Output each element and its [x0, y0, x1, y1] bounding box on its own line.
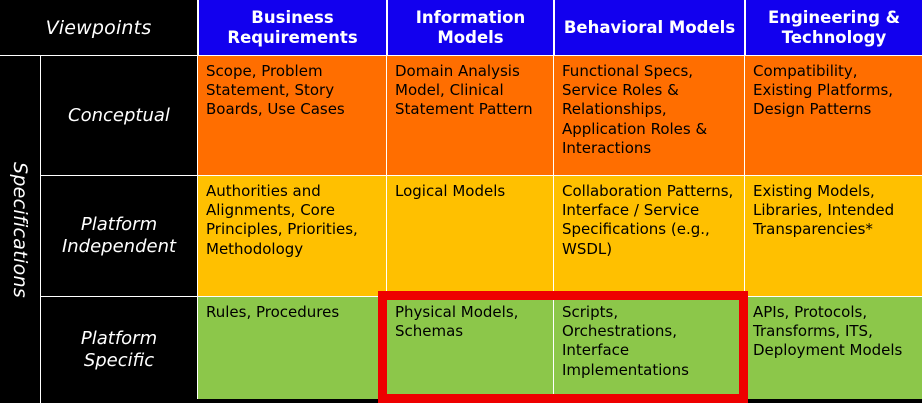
column-header-label: Business Requirements	[227, 8, 358, 47]
column-header-label: Behavioral Models	[563, 17, 736, 37]
cell-text: Rules, Procedures	[206, 303, 340, 321]
cell-platform-independent-engineering-technology: Existing Models, Libraries, Intended Tra…	[744, 175, 922, 296]
row-label-conceptual: Conceptual	[40, 55, 197, 175]
cell-text: Physical Models, Schemas	[395, 303, 519, 341]
row-label-text: Conceptual	[68, 104, 170, 126]
cell-text: Logical Models	[395, 182, 506, 200]
column-header-business-requirements: Business Requirements	[197, 0, 386, 55]
cell-conceptual-behavioral-models: Functional Specs, Service Roles & Relati…	[553, 55, 744, 175]
cell-text: Scope, Problem Statement, Story Boards, …	[206, 62, 345, 119]
cell-text: Collaboration Patterns, Interface / Serv…	[562, 182, 734, 258]
cell-platform-specific-behavioral-models: Scripts, Orchestrations, Interface Imple…	[553, 296, 744, 399]
row-group-label-text: Specifications	[9, 161, 31, 298]
column-header-label: Engineering & Technology	[767, 8, 901, 47]
row-label-platform-independent: Platform Independent	[40, 175, 197, 296]
cell-conceptual-information-models: Domain Analysis Model, Clinical Statemen…	[386, 55, 553, 175]
row-label-platform-specific: Platform Specific	[40, 296, 197, 403]
cell-conceptual-business-requirements: Scope, Problem Statement, Story Boards, …	[197, 55, 386, 175]
cell-text: Scripts, Orchestrations, Interface Imple…	[562, 303, 689, 379]
cell-platform-specific-business-requirements: Rules, Procedures	[197, 296, 386, 399]
column-header-label: Information Models	[415, 8, 526, 47]
cell-text: APIs, Protocols, Transforms, ITS, Deploy…	[753, 303, 903, 360]
corner-header-viewpoints: Viewpoints	[0, 0, 197, 55]
cell-platform-independent-business-requirements: Authorities and Alignments, Core Princip…	[197, 175, 386, 296]
cell-conceptual-engineering-technology: Compatibility, Existing Platforms, Desig…	[744, 55, 922, 175]
corner-header-label: Viewpoints	[45, 16, 152, 39]
cell-text: Compatibility, Existing Platforms, Desig…	[753, 62, 894, 119]
row-label-text: Platform Specific	[80, 328, 158, 371]
row-group-label-specifications: Specifications	[0, 55, 40, 403]
column-header-behavioral-models: Behavioral Models	[553, 0, 744, 55]
cell-text: Authorities and Alignments, Core Princip…	[206, 182, 358, 258]
cell-platform-independent-information-models: Logical Models	[386, 175, 553, 296]
cell-text: Existing Models, Libraries, Intended Tra…	[753, 182, 895, 239]
cell-text: Domain Analysis Model, Clinical Statemen…	[395, 62, 533, 119]
column-header-engineering-technology: Engineering & Technology	[744, 0, 922, 55]
cell-platform-specific-information-models: Physical Models, Schemas	[386, 296, 553, 399]
column-header-information-models: Information Models	[386, 0, 553, 55]
cell-platform-independent-behavioral-models: Collaboration Patterns, Interface / Serv…	[553, 175, 744, 296]
cell-text: Functional Specs, Service Roles & Relati…	[562, 62, 708, 157]
cell-platform-specific-engineering-technology: APIs, Protocols, Transforms, ITS, Deploy…	[744, 296, 922, 399]
row-label-text: Platform Independent	[61, 214, 177, 257]
